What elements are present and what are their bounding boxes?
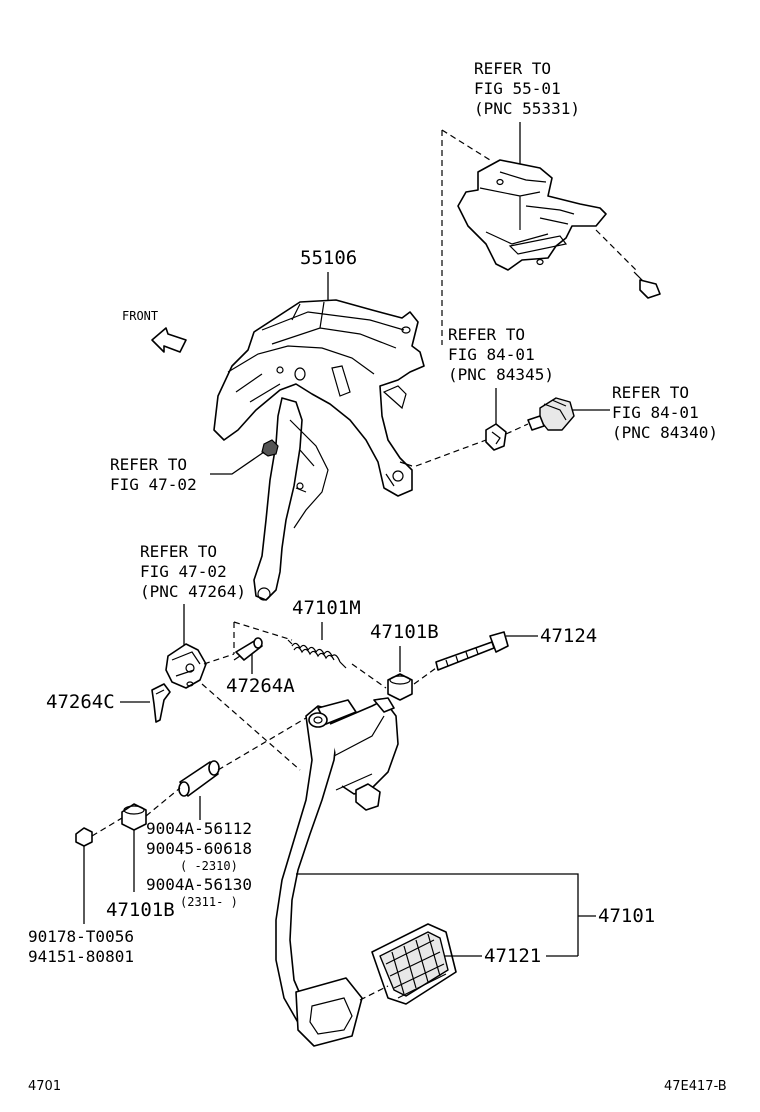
- part-9004A-56130-label: 9004A-56130: [146, 875, 252, 894]
- part-47264A-label: 47264A: [226, 675, 295, 697]
- range-2310-label: ( -2310): [180, 859, 238, 873]
- ref-line: REFER TO: [612, 383, 689, 402]
- footer-figure-number: 4701: [28, 1079, 61, 1094]
- dashed-guide: [595, 229, 637, 271]
- pedal-pad: [371, 923, 457, 1005]
- ref-line: REFER TO: [110, 455, 187, 474]
- dashed-guide: [441, 129, 491, 161]
- part-47101B-bottom-label: 47101B: [106, 899, 175, 921]
- ref-line: FIG 84-01: [448, 345, 535, 364]
- pedal-arm-upper: [253, 397, 329, 601]
- ref-line: (PNC 55331): [474, 99, 580, 118]
- pivot-nut: [75, 827, 93, 847]
- dashed-guide: [413, 667, 437, 685]
- ref-line: FIG 55-01: [474, 79, 561, 98]
- part-47124-label: 47124: [540, 625, 597, 647]
- ref-fig-47-02-b: REFER TO FIG 47-02 (PNC 47264): [140, 542, 246, 601]
- bracket-nut: [261, 439, 279, 457]
- dashed-guide: [233, 621, 293, 641]
- part-55106-label: 55106: [300, 247, 357, 269]
- switch-clip: [485, 423, 507, 451]
- bracket-bolt: [633, 271, 661, 299]
- pivot-collar: [178, 760, 220, 797]
- ref-fig-47-02-a: REFER TO FIG 47-02: [110, 455, 197, 494]
- dashed-guide: [203, 653, 235, 665]
- part-94151-80801-label: 94151-80801: [28, 947, 134, 966]
- dashed-guide: [217, 717, 307, 771]
- bushing-lower: [121, 803, 147, 831]
- front-label: FRONT: [122, 309, 158, 323]
- ref-line: (PNC 84340): [612, 423, 718, 442]
- front-arrow-icon: [151, 327, 187, 353]
- ref-line: FIG 84-01: [612, 403, 699, 422]
- part-47121-label: 47121: [484, 945, 541, 967]
- stop-lamp-switch: [527, 397, 575, 431]
- brake-pedal-lever: [275, 697, 399, 1047]
- part-47101M-label: 47101M: [292, 597, 361, 619]
- return-spring: [287, 639, 347, 669]
- front-indicator: FRONT: [122, 309, 187, 353]
- ref-fig-55-01: REFER TO FIG 55-01 (PNC 55331): [474, 59, 580, 118]
- ref-line: FIG 47-02: [140, 562, 227, 581]
- part-9004A-56112-label: 9004A-56112: [146, 819, 252, 838]
- ref-line: FIG 47-02: [110, 475, 197, 494]
- range-2311-label: (2311- ): [180, 895, 238, 909]
- leader-line: [210, 451, 265, 475]
- clevis-pin: [233, 637, 263, 661]
- ref-line: (PNC 84345): [448, 365, 554, 384]
- ref-line: REFER TO: [448, 325, 525, 344]
- dashed-guide: [415, 439, 487, 467]
- dashed-guide: [505, 423, 529, 435]
- bushing-upper: [387, 673, 413, 701]
- part-47101-label: 47101: [598, 905, 655, 927]
- part-90045-60618-label: 90045-60618: [146, 839, 252, 858]
- ref-fig-84-01-b: REFER TO FIG 84-01 (PNC 84340): [612, 383, 718, 442]
- clevis-clip: [151, 683, 171, 723]
- push-rod-clevis: [165, 643, 207, 689]
- ref-line: REFER TO: [474, 59, 551, 78]
- ref-fig-84-01-a: REFER TO FIG 84-01 (PNC 84345): [448, 325, 554, 384]
- pedal-support-bracket: [213, 299, 425, 497]
- pivot-bolt: [435, 631, 509, 671]
- dashed-guide: [359, 985, 389, 1001]
- ref-line: (PNC 47264): [140, 582, 246, 601]
- footer-illustration-code: 47E417-B: [664, 1079, 727, 1094]
- leader-line: [296, 873, 579, 956]
- collar-part-numbers: 9004A-56112 90045-60618 ( -2310) 9004A-5…: [146, 819, 252, 909]
- ref-line: REFER TO: [140, 542, 217, 561]
- dashed-guide: [351, 663, 387, 689]
- dashed-guide: [91, 817, 123, 837]
- part-47264C-label: 47264C: [46, 691, 115, 713]
- part-90178-T0056-label: 90178-T0056: [28, 927, 134, 946]
- dashed-guide: [201, 683, 301, 771]
- upper-bracket: [457, 159, 607, 271]
- dashed-guide: [145, 787, 181, 817]
- part-47101B-top-label: 47101B: [370, 621, 439, 643]
